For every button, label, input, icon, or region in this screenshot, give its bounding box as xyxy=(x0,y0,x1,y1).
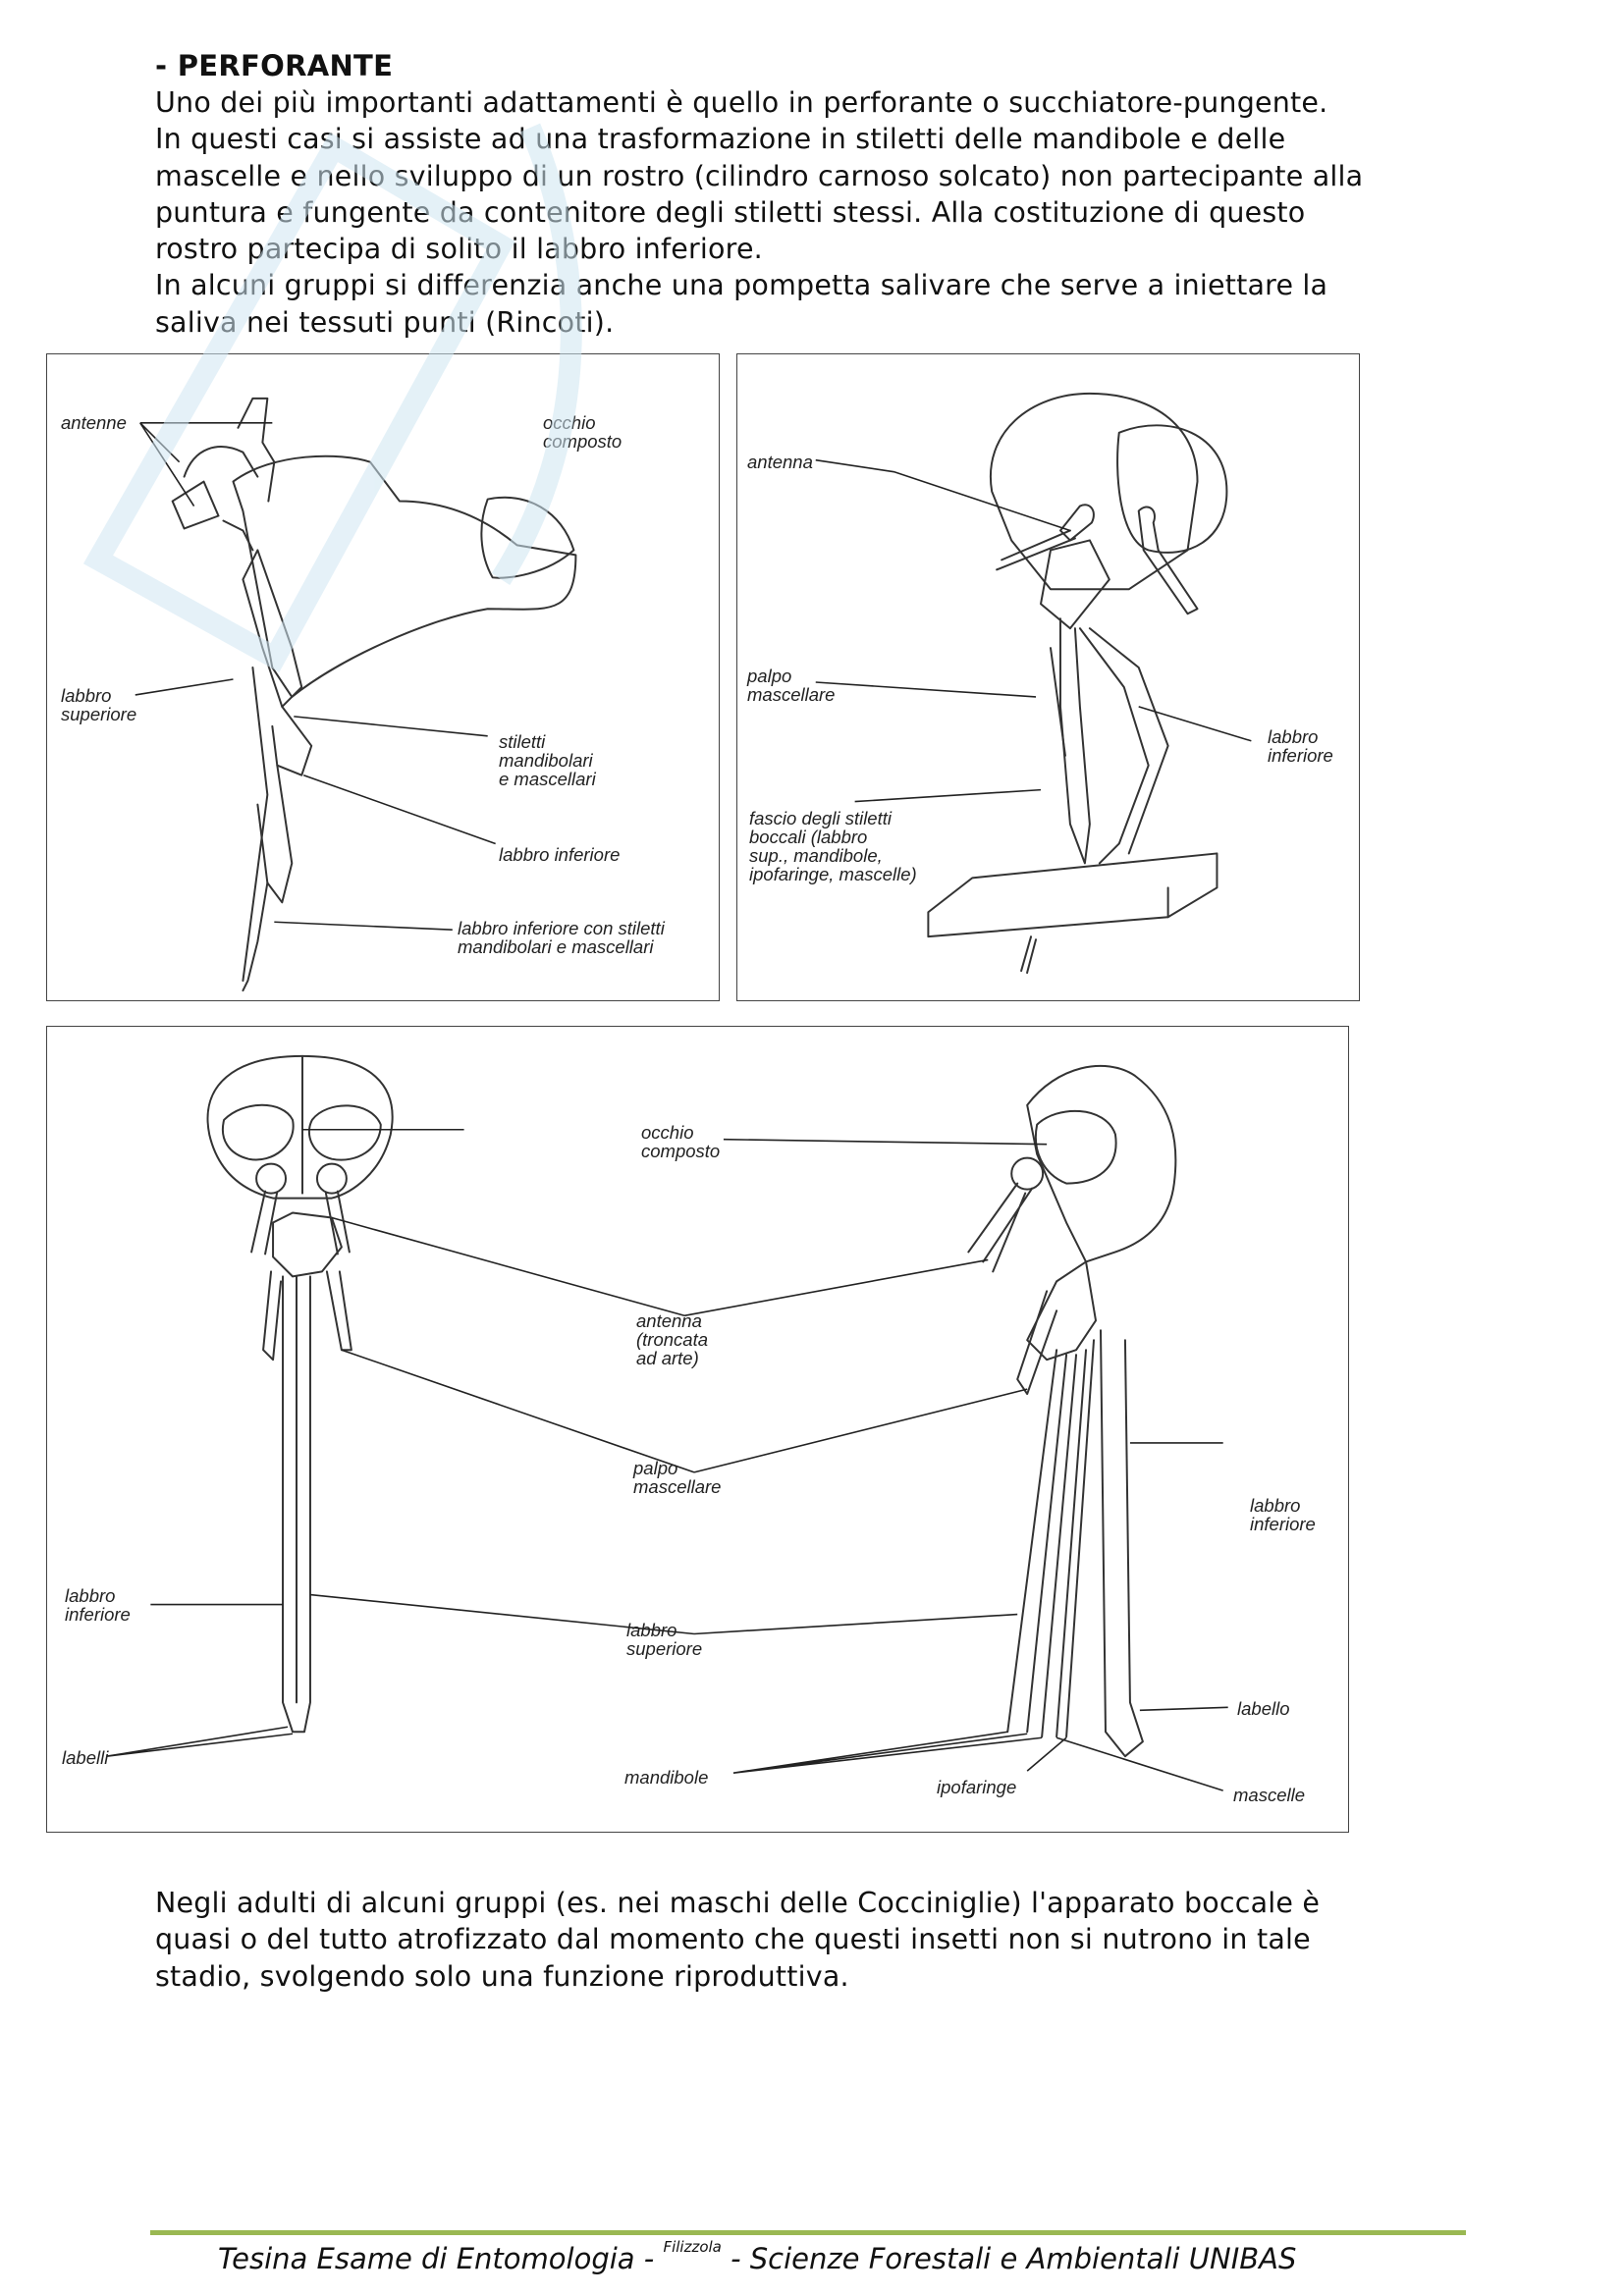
intro-line: Uno dei più importanti adattamenti è que… xyxy=(155,86,1328,119)
footer-text-before: Tesina Esame di Entomologia - xyxy=(218,2242,664,2275)
intro-line: rostro partecipa di solito il labbro inf… xyxy=(155,233,763,266)
closing-paragraph: Negli adulti di alcuni gruppi (es. nei m… xyxy=(155,1885,1320,1995)
intro-line: mascelle e nello sviluppo di un rostro (… xyxy=(155,159,1364,192)
closing-line: quasi o del tutto atrofizzato dal moment… xyxy=(155,1923,1311,1956)
footer-rule xyxy=(150,2230,1466,2235)
label-antenna: antenna xyxy=(747,452,813,472)
mosquito-drawing xyxy=(106,1054,1228,1791)
frontal-drawing xyxy=(815,392,1252,975)
label-mandibole: mandibole xyxy=(624,1767,709,1788)
section-heading: - PERFORANTE xyxy=(155,49,394,82)
closing-line: stadio, svolgendo solo una funzione ripr… xyxy=(155,1959,849,1993)
label-labbro-inferiore: labbro inferiore xyxy=(499,844,621,865)
label-mascelle: mascelle xyxy=(1233,1785,1305,1805)
label-antenne: antenne xyxy=(61,412,127,433)
intro-line: puntura e fungente da contenitore degli … xyxy=(155,195,1306,229)
label-ipofaringe: ipofaringe xyxy=(937,1777,1017,1797)
intro-line: In alcuni gruppi si differenzia anche un… xyxy=(155,269,1328,302)
label-labelli: labelli xyxy=(62,1747,109,1768)
closing-line: Negli adulti di alcuni gruppi (es. nei m… xyxy=(155,1887,1321,1919)
intro-line: In questi casi si assiste ad una trasfor… xyxy=(155,123,1286,156)
intro-paragraph: Uno dei più importanti adattamenti è que… xyxy=(155,84,1363,341)
label-labello: labello xyxy=(1237,1698,1290,1719)
footer-author: Filizzola xyxy=(663,2238,722,2256)
intro-line: saliva nei tessuti punti (Rincoti). xyxy=(155,305,615,339)
footer-text-after: - Scienze Forestali e Ambientali UNIBAS xyxy=(721,2242,1297,2275)
page-footer: Tesina Esame di Entomologia - Filizzola … xyxy=(218,2238,1296,2275)
